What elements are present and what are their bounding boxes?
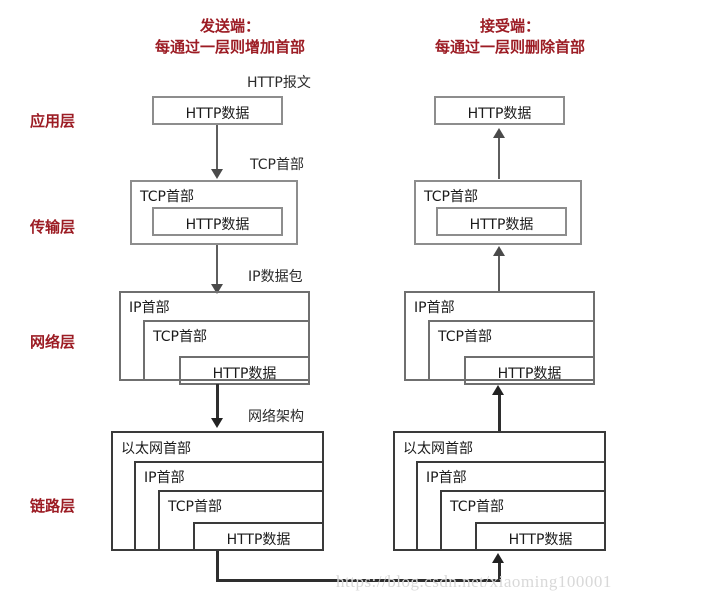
- receiver-arrow-link-to-network-line: [498, 394, 501, 431]
- sender-application-http-label: HTTP数据: [185, 106, 250, 122]
- header-receiver-line1: 接受端：: [479, 17, 540, 35]
- sender-link-http-box: HTTP数据: [193, 522, 324, 551]
- sender-arrow-transport-to-network-line: [216, 245, 218, 288]
- sender-transport-http-label: HTTP数据: [185, 217, 250, 233]
- sender-transport-tcp-label: TCP首部: [140, 189, 194, 205]
- receiver-application-http-label: HTTP数据: [467, 106, 532, 122]
- receiver-link-http-box: HTTP数据: [475, 522, 606, 551]
- sender-link-ip-label: IP首部: [144, 470, 185, 486]
- receiver-arrow-network-to-transport-head: [493, 246, 505, 256]
- receiver-transport-tcp-label: TCP首部: [424, 189, 478, 205]
- header-receiver-line2: 每通过一层则删除首部: [434, 38, 585, 56]
- layer-label-application: 应用层: [30, 112, 76, 130]
- receiver-transport-http-label: HTTP数据: [469, 217, 534, 233]
- receiver-network-http-box: HTTP数据: [464, 356, 595, 385]
- bottom-link-right-segment: [498, 562, 501, 580]
- bottom-link-arrow-head: [492, 553, 504, 563]
- sender-network-tcp-label: TCP首部: [153, 329, 207, 345]
- receiver-network-tcp-label: TCP首部: [438, 329, 492, 345]
- sender-network-http-label: HTTP数据: [212, 366, 277, 382]
- receiver-arrow-network-to-transport-line: [498, 256, 500, 291]
- receiver-link-eth-label: 以太网首部: [403, 441, 473, 457]
- caption-http-message: HTTP报文: [247, 75, 311, 91]
- sender-network-http-box: HTTP数据: [179, 356, 310, 385]
- caption-ip-packet: IP数据包: [248, 269, 303, 285]
- sender-transport-http-box: HTTP数据: [152, 207, 283, 236]
- receiver-arrow-link-to-network-head: [492, 385, 504, 395]
- caption-net-frame: 网络架构: [248, 409, 304, 425]
- sender-arrow-network-to-link-line: [216, 384, 219, 422]
- sender-network-tcp-box: TCP首部: [143, 320, 310, 381]
- receiver-link-http-label: HTTP数据: [508, 532, 573, 548]
- receiver-network-tcp-box: TCP首部: [428, 320, 595, 381]
- receiver-application-http-box: HTTP数据: [434, 96, 565, 125]
- sender-link-tcp-label: TCP首部: [168, 499, 222, 515]
- receiver-link-tcp-label: TCP首部: [450, 499, 504, 515]
- sender-arrow-app-to-transport-line: [216, 125, 218, 172]
- receiver-link-ip-label: IP首部: [426, 470, 467, 486]
- bottom-link-left-segment: [216, 551, 219, 582]
- receiver-network-ip-label: IP首部: [414, 300, 455, 316]
- sender-link-eth-label: 以太网首部: [121, 441, 191, 457]
- sender-transport-tcp-box: TCP首部: [130, 180, 298, 245]
- layer-label-network: 网络层: [30, 333, 76, 351]
- sender-arrow-transport-to-network-head: [211, 284, 223, 294]
- sender-link-http-label: HTTP数据: [226, 532, 291, 548]
- header-receiver: 接受端： 每通过一层则删除首部: [390, 16, 630, 58]
- receiver-transport-http-box: HTTP数据: [436, 207, 567, 236]
- sender-application-http-box: HTTP数据: [152, 96, 283, 125]
- watermark-text: https://blog.csdn.net/xiaoming100001: [336, 572, 612, 591]
- layer-label-transport: 传输层: [30, 218, 76, 236]
- layer-label-link: 链路层: [30, 497, 76, 515]
- bottom-link-horizontal-segment: [216, 579, 501, 582]
- sender-arrow-app-to-transport-head: [211, 169, 223, 179]
- receiver-network-http-label: HTTP数据: [497, 366, 562, 382]
- header-sender: 发送端： 每通过一层则增加首部: [110, 16, 350, 58]
- sender-network-ip-label: IP首部: [129, 300, 170, 316]
- header-sender-line1: 发送端：: [199, 17, 260, 35]
- receiver-transport-tcp-box: TCP首部: [414, 180, 582, 245]
- sender-arrow-network-to-link-head: [211, 418, 223, 428]
- receiver-arrow-transport-to-app-line: [498, 137, 500, 179]
- header-sender-line2: 每通过一层则增加首部: [154, 38, 305, 56]
- receiver-arrow-transport-to-app-head: [493, 128, 505, 138]
- caption-tcp-header: TCP首部: [250, 157, 304, 173]
